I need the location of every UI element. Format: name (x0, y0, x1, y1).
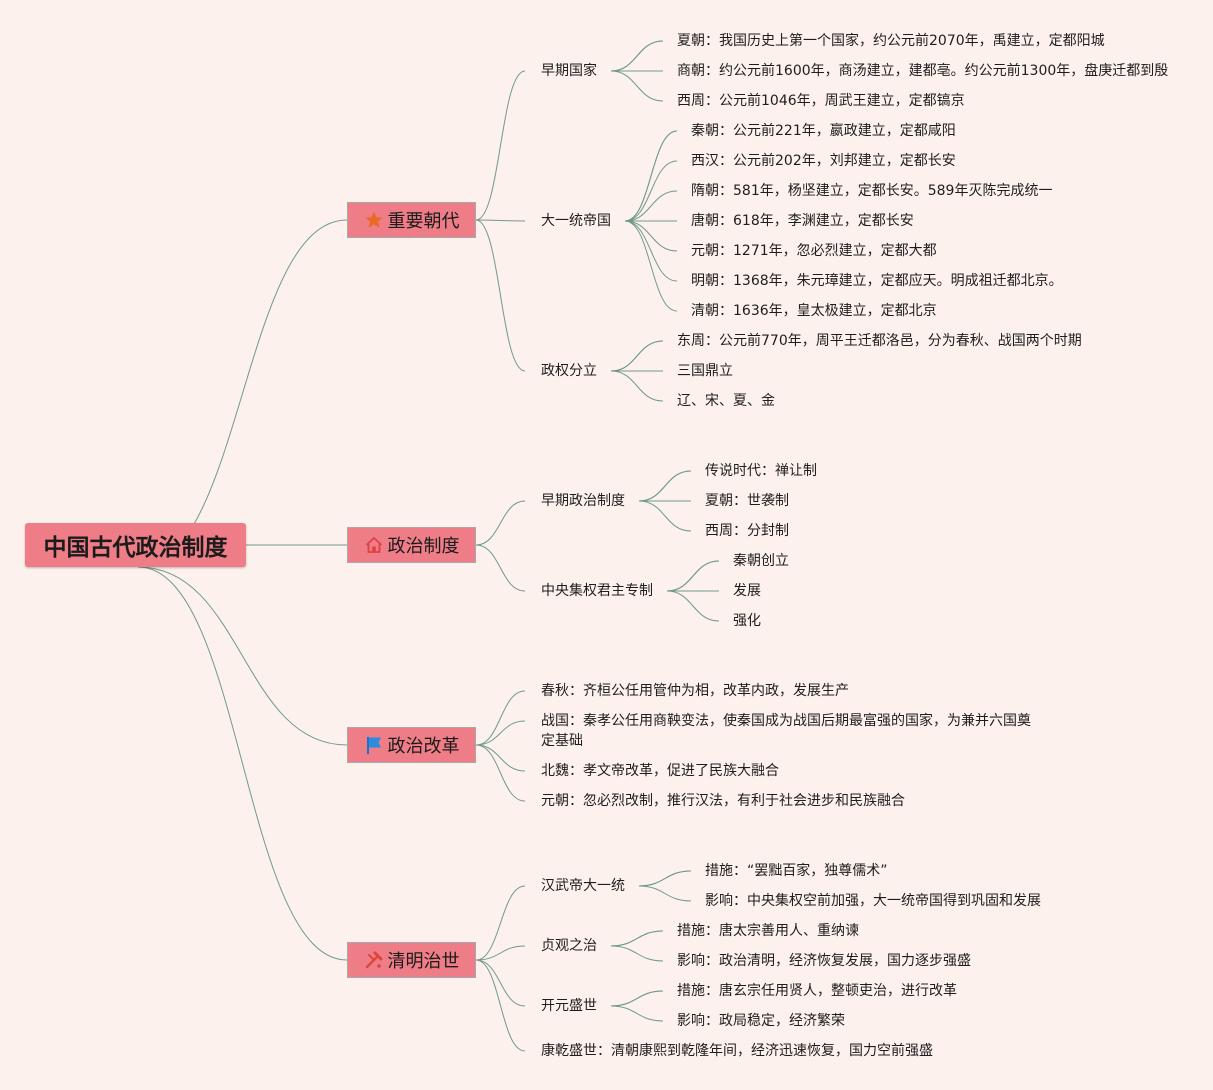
branch-dynasties[interactable]: 重要朝代 (347, 202, 476, 238)
connector-line (610, 990, 664, 1007)
leaf-item[interactable]: 措施：“罢黜百家，独尊儒术” (705, 863, 888, 879)
connector-line (666, 590, 720, 622)
connector-line (475, 720, 526, 746)
connector-line (137, 566, 348, 961)
leaf-item[interactable]: 夏朝：我国历史上第一个国家，约公元前2070年，禹建立，定都阳城 (677, 33, 1105, 49)
connector-line (475, 959, 526, 1052)
connector-line (475, 959, 526, 1007)
connector-line (638, 870, 692, 887)
leaf-item[interactable]: 强化 (733, 613, 761, 629)
connector-line (475, 500, 526, 546)
connector-line (610, 340, 664, 372)
connector-line (137, 219, 348, 568)
leaf-item[interactable]: 措施：唐玄宗任用贤人，整顿吏治，进行改革 (677, 983, 957, 999)
leaf-item[interactable]: 元朝：忽必烈改制，推行汉法，有利于社会进步和民族融合 (541, 793, 905, 809)
leaf-item[interactable]: 商朝：约公元前1600年，商汤建立，建都亳。约公元前1300年，盘庚迁都到殷 (677, 63, 1169, 79)
connector-line (610, 40, 664, 72)
group-divided-regimes[interactable]: 政权分立 (541, 363, 597, 379)
branch-label: 清明治世 (387, 951, 460, 972)
leaf-item[interactable]: 发展 (733, 583, 761, 599)
connector-line (610, 70, 664, 102)
connector-line (475, 690, 526, 746)
connector-line (624, 160, 678, 222)
flag-icon (364, 735, 384, 755)
group-zhenguan[interactable]: 贞观之治 (541, 938, 597, 954)
root-topic[interactable]: 中国古代政治制度 (25, 523, 246, 567)
leaf-item[interactable]: 隋朝：581年，杨坚建立，定都长安。589年灭陈完成统一 (691, 183, 1053, 199)
leaf-item[interactable]: 西汉：公元前202年，刘邦建立，定都长安 (691, 153, 956, 169)
group-early-system[interactable]: 早期政治制度 (541, 493, 625, 509)
connector-line (610, 945, 664, 962)
leaf-item[interactable]: 西周：公元前1046年，周武王建立，定都镐京 (677, 93, 965, 109)
leaf-item[interactable]: 康乾盛世：清朝康熙到乾隆年间，经济迅速恢复，国力空前强盛 (541, 1043, 933, 1059)
connector-line (638, 885, 692, 902)
branch-political-reform[interactable]: 政治改革 (347, 727, 476, 763)
connector-line (137, 566, 348, 746)
leaf-item[interactable]: 元朝：1271年，忽必烈建立，定都大都 (691, 243, 937, 259)
branch-golden-ages[interactable]: 清明治世 (347, 942, 476, 978)
leaf-item[interactable]: 辽、宋、夏、金 (677, 393, 775, 409)
leaf-item[interactable]: 明朝：1368年，朱元璋建立，定都应天。明成祖迁都北京。 (691, 273, 1063, 289)
leaf-item[interactable]: 三国鼎立 (677, 363, 733, 379)
connector-line (610, 1005, 664, 1022)
connector-line (624, 220, 678, 312)
leaf-item[interactable]: 影响：政局稳定，经济繁荣 (677, 1013, 845, 1029)
leaf-item[interactable]: 战国：秦孝公任用商鞅变法，使秦国成为战国后期最富强的国家，为兼并六国奠定基础 (541, 713, 1031, 749)
connector-line (610, 370, 664, 402)
leaf-item[interactable]: 北魏：孝文帝改革，促进了民族大融合 (541, 763, 779, 779)
connector-line (475, 219, 526, 222)
leaf-item[interactable]: 夏朝：世袭制 (705, 493, 789, 509)
branch-label: 政治制度 (387, 536, 460, 557)
leaf-item[interactable]: 春秋：齐桓公任用管仲为相，改革内政，发展生产 (541, 683, 849, 699)
leaf-item[interactable]: 唐朝：618年，李渊建立，定都长安 (691, 213, 914, 229)
star-icon (364, 210, 384, 230)
connector-line (475, 744, 526, 802)
connector-line (475, 544, 526, 592)
connector-line (475, 219, 526, 372)
branch-label: 重要朝代 (387, 211, 460, 232)
connector-line (624, 220, 678, 282)
leaf-item[interactable]: 影响：政治清明，经济恢复发展，国力逐步强盛 (677, 953, 971, 969)
leaf-item[interactable]: 影响：中央集权空前加强，大一统帝国得到巩固和发展 (705, 893, 1041, 909)
leaf-item[interactable]: 措施：唐太宗善用人、重纳谏 (677, 923, 859, 939)
group-unified-empires[interactable]: 大一统帝国 (541, 213, 611, 229)
root-title: 中国古代政治制度 (43, 535, 228, 561)
connector-line (638, 470, 692, 502)
group-centralized-autocracy[interactable]: 中央集权君主专制 (541, 583, 653, 599)
connector-line (475, 70, 526, 221)
leaf-item[interactable]: 传说时代：禅让制 (705, 463, 817, 479)
leaf-item[interactable]: 清朝：1636年，皇太极建立，定都北京 (691, 303, 937, 319)
connector-line (624, 220, 678, 252)
connector-line (638, 500, 692, 532)
leaf-item[interactable]: 东周：公元前770年，周平王迁都洛邑，分为春秋、战国两个时期 (677, 333, 1082, 349)
leaf-item[interactable]: 秦朝创立 (733, 553, 789, 569)
connector-line (610, 930, 664, 947)
tools-icon (364, 950, 384, 970)
connector-line (475, 885, 526, 961)
connector-line (624, 130, 678, 222)
group-han-wudi[interactable]: 汉武帝大一统 (541, 878, 625, 894)
leaf-item[interactable]: 秦朝：公元前221年，嬴政建立，定都咸阳 (691, 123, 956, 139)
house-icon (364, 535, 384, 555)
branch-political-system[interactable]: 政治制度 (347, 527, 476, 563)
connector-line (666, 560, 720, 592)
group-early-states[interactable]: 早期国家 (541, 63, 597, 79)
connector-line (475, 744, 526, 772)
leaf-item[interactable]: 西周：分封制 (705, 523, 789, 539)
branch-label: 政治改革 (387, 736, 460, 757)
connector-line (475, 945, 526, 961)
group-kaiyuan[interactable]: 开元盛世 (541, 998, 597, 1014)
connector-line (624, 190, 678, 222)
